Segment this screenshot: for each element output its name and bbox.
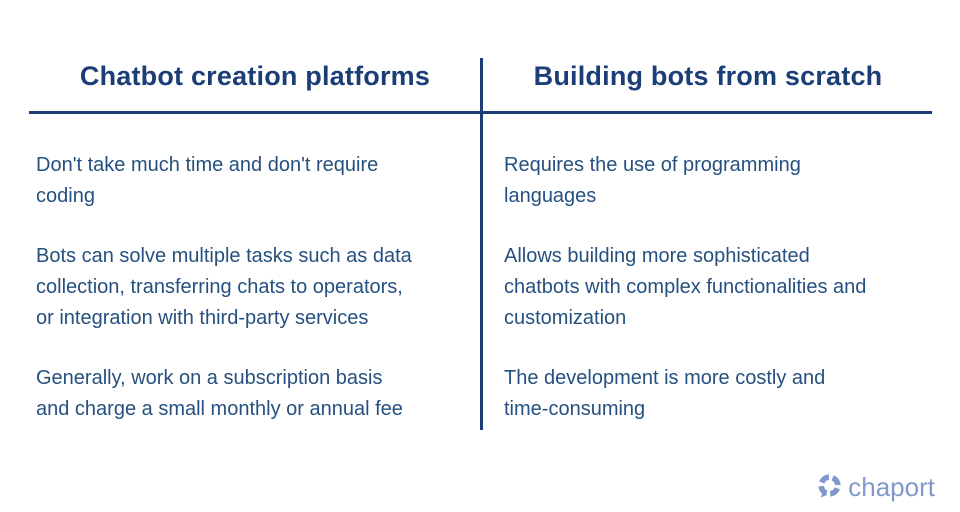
platforms-point-tasks: Bots can solve multiple tasks such as da… [36,245,412,329]
chaport-lifebuoy-icon [816,473,843,501]
chaport-logo-text: chaport [848,472,935,502]
scratch-point-sophistication: Allows building more sophisticated chatb… [504,245,867,329]
chaport-logo: chaport [816,472,935,502]
column-header-bots-from-scratch: Building bots from scratch [533,61,883,91]
scratch-point-cost: The development is more costly and time-… [504,367,826,420]
column-header-chatbot-platforms: Chatbot creation platforms [79,61,431,91]
platforms-point-time: Don't take much time and don't require c… [36,154,379,207]
platforms-point-subscription: Generally, work on a subscription basis … [36,367,403,420]
scratch-point-programming: Requires the use of programming language… [504,154,801,207]
vertical-divider [480,58,483,430]
